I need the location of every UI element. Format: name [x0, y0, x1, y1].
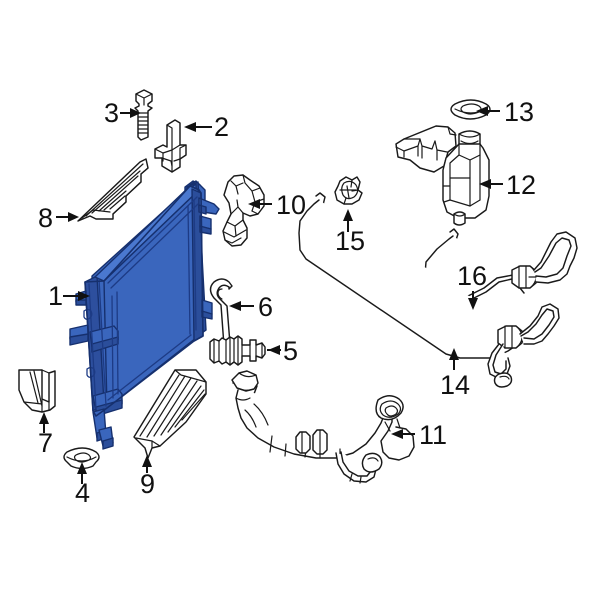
- callout-label-1: 1: [48, 281, 63, 311]
- part-retaining-hook-clip[interactable]: [209, 278, 233, 348]
- part-lower-air-seal-bracket[interactable]: [18, 369, 56, 413]
- callout-label-10: 10: [276, 190, 306, 220]
- part-coolant-reservoir-tank[interactable]: [395, 125, 490, 226]
- callout-label-16: 16: [457, 261, 487, 291]
- callout-label-13: 13: [504, 97, 534, 127]
- part-upper-air-seal[interactable]: [77, 158, 149, 222]
- part-lower-air-deflector[interactable]: [133, 369, 207, 459]
- callout-label-9: 9: [140, 469, 155, 499]
- callout-label-11: 11: [419, 420, 447, 450]
- part-coolant-tube-line-lower[interactable]: [298, 192, 560, 388]
- part-drain-petcock[interactable]: [209, 335, 266, 366]
- callout-label-2: 2: [214, 112, 229, 142]
- callout-label-5: 5: [283, 336, 298, 366]
- part-upper-radiator-hose[interactable]: [222, 174, 265, 247]
- callout-label-6: 6: [258, 292, 273, 322]
- part-radiator[interactable]: [69, 180, 220, 450]
- callout-label-8: 8: [38, 203, 53, 233]
- part-hex-flange-bolt[interactable]: [134, 89, 153, 141]
- callout-numbers: 1 2 3 4 5 6 7 8 9 10 11 12 13 14 15 16: [38, 97, 536, 508]
- part-radiator-upper-bracket[interactable]: [154, 119, 187, 173]
- callout-label-7: 7: [38, 428, 53, 458]
- part-lower-radiator-hose[interactable]: [231, 370, 415, 484]
- part-rubber-mount-grommet[interactable]: [63, 447, 100, 470]
- callout-label-12: 12: [506, 170, 536, 200]
- callout-label-14: 14: [440, 370, 470, 400]
- callout-label-4: 4: [75, 478, 90, 508]
- callout-label-15: 15: [335, 226, 365, 256]
- callout-leaders: [39, 106, 503, 484]
- part-hose-clamp-clip[interactable]: [334, 176, 363, 205]
- callout-label-3: 3: [104, 98, 119, 128]
